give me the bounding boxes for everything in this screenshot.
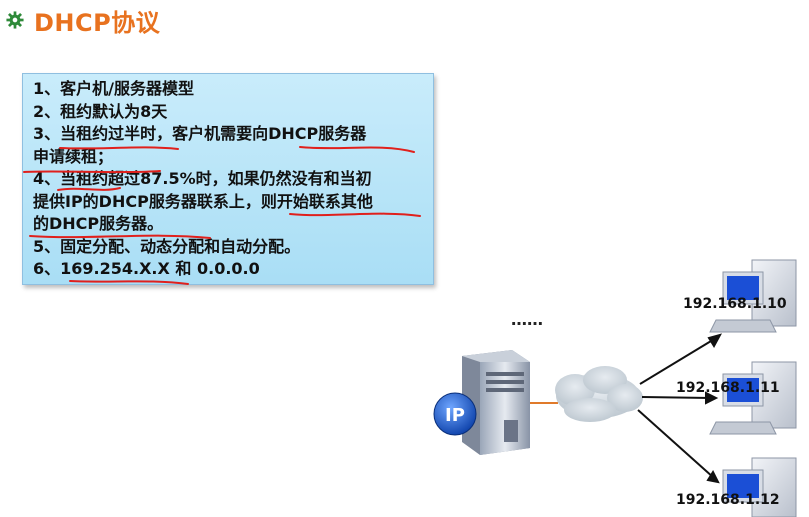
client-ip-label: 192.168.1.12 [676, 492, 780, 508]
info-box: 1、客户机/服务器模型 2、租约默认为8天 3、当租约过半时，客户机需要向DHC… [22, 73, 434, 285]
computer-icon [709, 259, 797, 333]
computer-icon [722, 457, 797, 517]
info-line: 4、当租约超过87.5%时，如果仍然没有和当初 [33, 169, 372, 188]
ellipsis: …… [511, 310, 543, 329]
cloud-icon [555, 366, 643, 422]
ip-badge-icon: IP [433, 392, 477, 436]
title-bar: DHCP协议 [6, 4, 161, 37]
arrow-line [639, 337, 717, 385]
arrow-line [641, 396, 712, 399]
arrow-line [637, 409, 715, 479]
arrowhead-icon [706, 469, 720, 484]
client-ip-label: 192.168.1.10 [683, 296, 787, 312]
info-line: 申请续租； [33, 146, 114, 166]
info-line: 3、当租约过半时，客户机需要向DHCP服务器 [33, 124, 367, 143]
page-title: DHCP协议 [34, 8, 161, 37]
info-line: 2、租约默认为8天 [33, 101, 168, 121]
info-line: 提供IP的DHCP服务器联系上，则开始联系其他 [33, 191, 373, 211]
computer-icon [709, 361, 797, 435]
info-line: 1、客户机/服务器模型 [33, 79, 194, 98]
ip-badge-label: IP [445, 405, 465, 426]
info-line: 的DHCP服务器。 [33, 214, 164, 233]
info-line: 6、169.254.X.X 和 0.0.0.0 [33, 259, 260, 278]
gear-icon [6, 11, 24, 29]
arrowhead-icon [707, 333, 723, 348]
info-line: 5、固定分配、动态分配和自动分配。 [33, 236, 301, 256]
server-icon [462, 350, 530, 455]
client-ip-label: 192.168.1.11 [676, 380, 780, 396]
arrowhead-icon [705, 391, 719, 405]
